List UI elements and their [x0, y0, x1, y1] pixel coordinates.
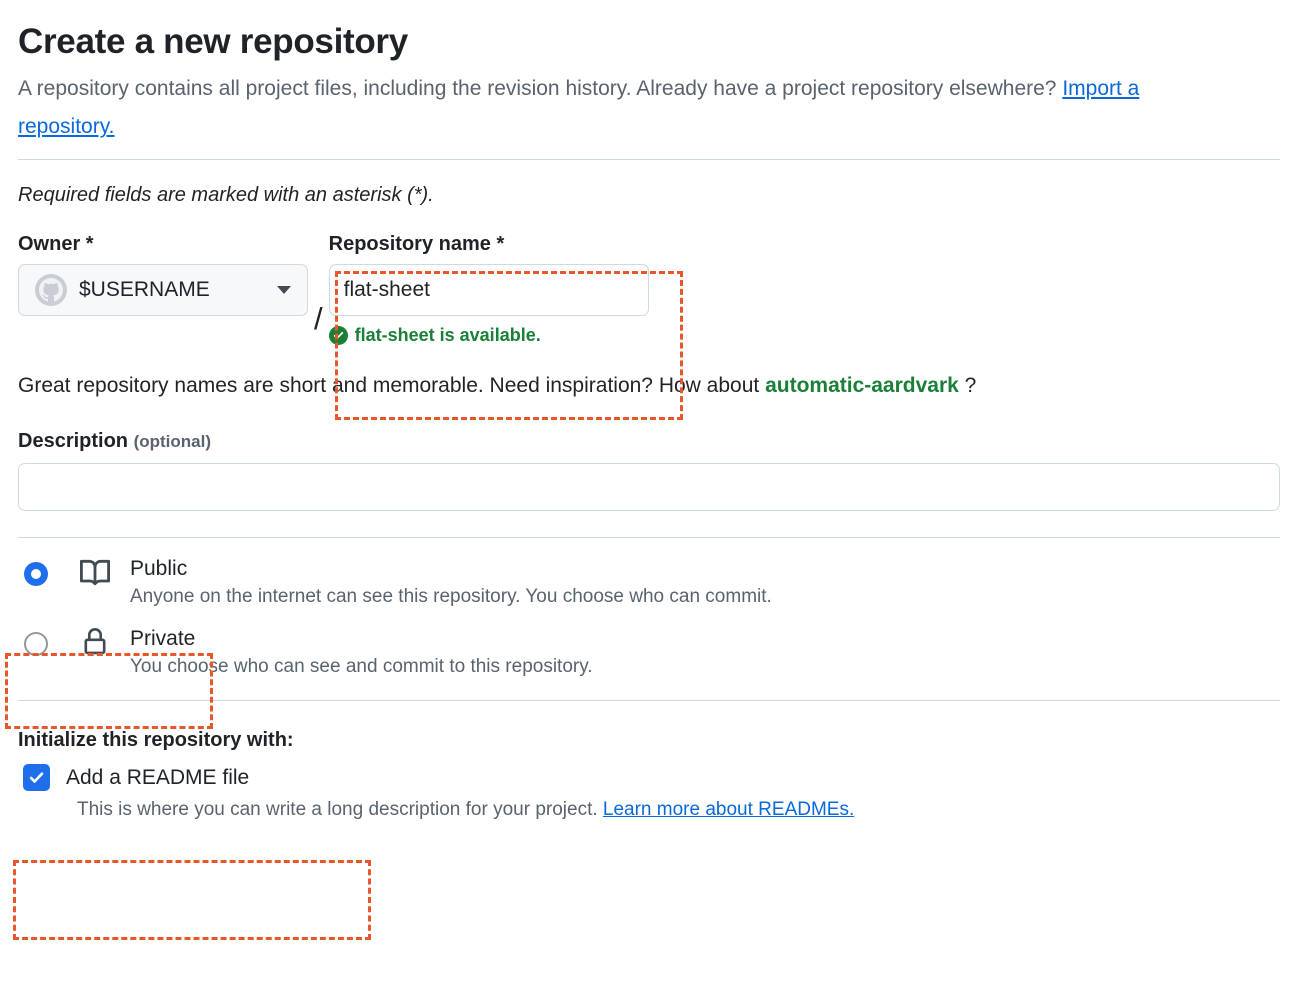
owner-select[interactable]: $USERNAME	[18, 263, 308, 316]
github-octocat-avatar-icon	[35, 273, 67, 306]
description-label: Description (optional)	[18, 430, 1280, 453]
page-intro: A repository contains all project files,…	[18, 70, 1193, 146]
owner-repo-separator: /	[314, 300, 323, 336]
divider-visibility	[18, 536, 1280, 538]
import-repository-link[interactable]: Import a repository.	[18, 77, 1140, 139]
public-description: Anyone on the internet can see this repo…	[130, 585, 772, 607]
visibility-option-public[interactable]: Public Anyone on the internet can see th…	[18, 556, 1280, 608]
chevron-down-icon	[277, 285, 291, 294]
owner-field-group: Owner * $USERNAME	[18, 233, 308, 316]
suggested-name-link[interactable]: automatic-aardvark	[765, 373, 959, 397]
repo-book-icon	[78, 556, 112, 588]
create-repository-page: Create a new repository A repository con…	[0, 22, 1298, 994]
add-readme-row[interactable]: Add a README file	[18, 764, 1280, 792]
visibility-option-private[interactable]: Private You choose who can see and commi…	[18, 626, 1280, 678]
private-title: Private	[130, 626, 196, 650]
private-description: You choose who can see and commit to thi…	[130, 656, 593, 678]
description-input[interactable]	[18, 462, 1280, 511]
annotation-box-initialize	[13, 860, 371, 940]
private-radio[interactable]	[24, 631, 48, 656]
checkmark-icon	[29, 772, 44, 784]
divider-initialize	[18, 700, 1280, 702]
check-circle-icon	[328, 325, 348, 345]
repository-name-suggestion: Great repository names are short and mem…	[18, 374, 1280, 398]
suggestion-prefix: Great repository names are short and mem…	[18, 373, 766, 397]
add-readme-label: Add a README file	[66, 765, 250, 789]
description-optional-tag: (optional)	[133, 431, 212, 451]
initialize-section-title: Initialize this repository with:	[18, 729, 294, 752]
page-title: Create a new repository	[18, 22, 408, 61]
public-radio[interactable]	[24, 561, 48, 586]
intro-text: A repository contains all project files,…	[18, 77, 1063, 101]
owner-and-name-row: Owner * $USERNAME / Repository name * fl…	[18, 233, 1280, 346]
suggestion-suffix: ?	[958, 373, 977, 397]
repository-name-input[interactable]	[328, 263, 649, 316]
description-label-text: Description	[18, 429, 129, 452]
readme-help-text: This is where you can write a long descr…	[77, 799, 1280, 821]
add-readme-checkbox[interactable]	[23, 764, 50, 792]
private-option-text: Private You choose who can see and commi…	[130, 626, 1280, 678]
learn-more-readmes-link[interactable]: Learn more about READMEs.	[602, 799, 855, 821]
owner-name-value: $USERNAME	[79, 277, 210, 301]
repository-name-group: Repository name * flat-sheet is availabl…	[328, 232, 659, 346]
required-fields-note: Required fields are marked with an aster…	[18, 183, 434, 206]
availability-text: flat-sheet is available.	[354, 324, 541, 345]
public-title: Public	[130, 556, 188, 580]
lock-icon	[78, 626, 112, 656]
divider-top	[18, 158, 1280, 160]
readme-help-sentence: This is where you can write a long descr…	[77, 799, 603, 821]
availability-status: flat-sheet is available.	[328, 324, 659, 346]
public-option-text: Public Anyone on the internet can see th…	[130, 556, 1280, 608]
repository-name-label: Repository name *	[328, 232, 505, 255]
owner-label: Owner *	[18, 232, 94, 255]
